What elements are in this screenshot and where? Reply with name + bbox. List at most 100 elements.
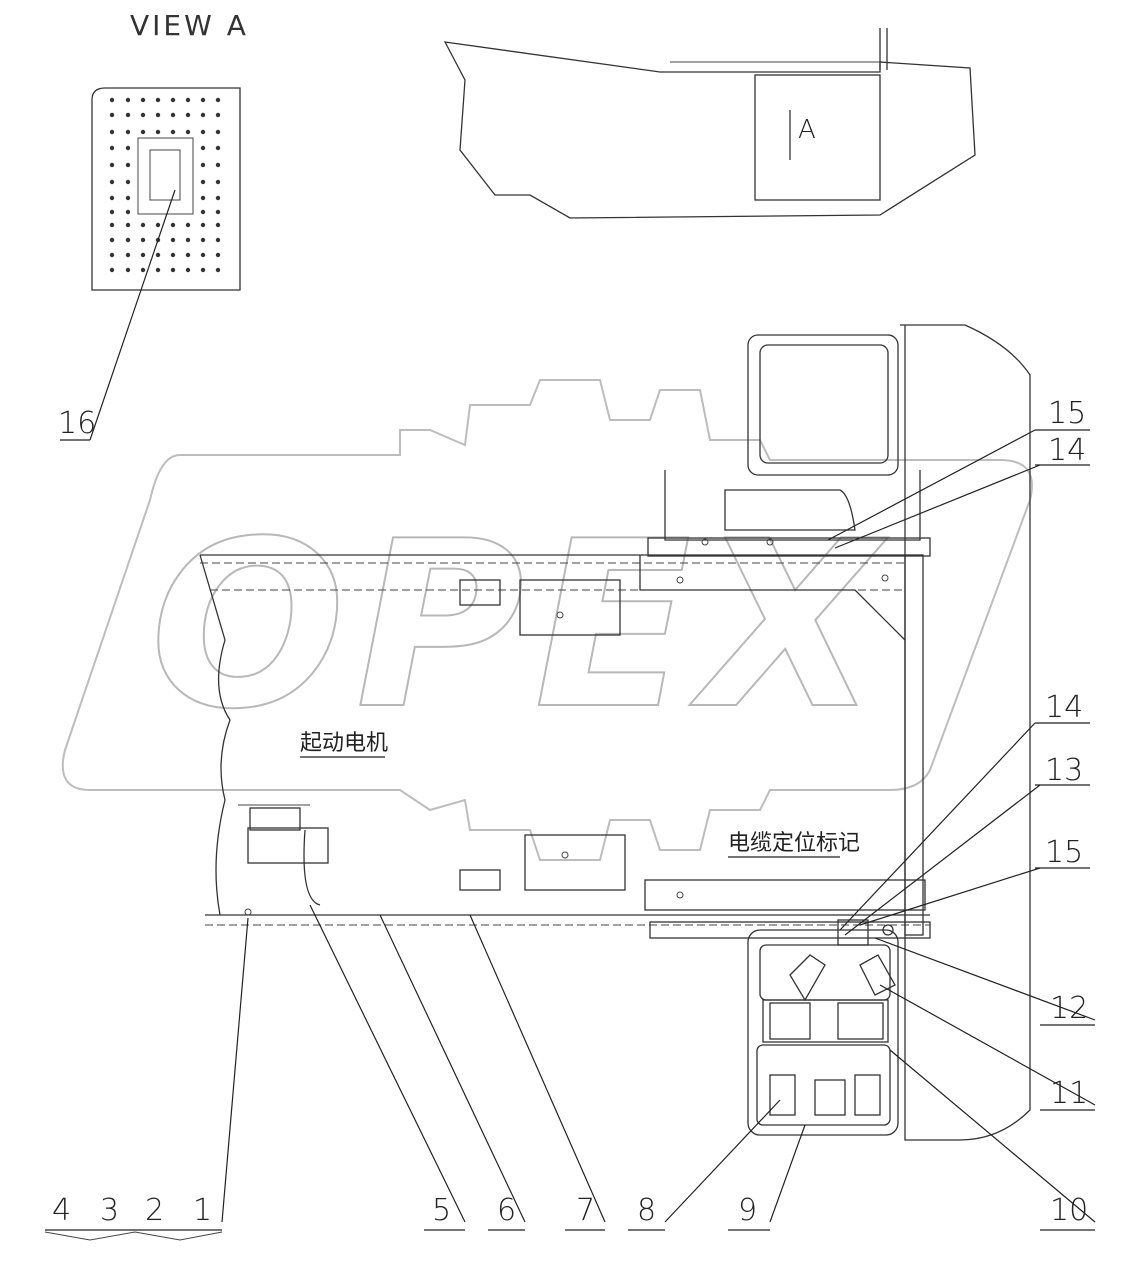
frame-hole: [561, 851, 569, 859]
view-a-hole: [215, 145, 221, 151]
view-a-hole: [170, 129, 176, 135]
view-a-hole: [200, 237, 206, 243]
view-a-hole: [125, 129, 131, 135]
view-a-hole: [140, 129, 146, 135]
view-a-hole: [200, 252, 206, 258]
view-a-hole: [215, 252, 221, 258]
view-a-hole: [170, 267, 176, 273]
part-label-7: 7: [576, 1193, 595, 1228]
view-a-hole: [109, 112, 115, 118]
view-a-hole: [125, 112, 131, 118]
view-a-hole: [125, 97, 131, 103]
view-a-hole: [215, 97, 221, 103]
view-a-hole: [200, 222, 206, 228]
view-a-hole: [140, 97, 146, 103]
view-a-hole: [140, 112, 146, 118]
view-a-hole: [109, 237, 115, 243]
part-label-12: 12: [1050, 991, 1088, 1026]
view-a-title: VIEW A: [130, 9, 249, 42]
view-a-hole: [125, 162, 131, 168]
view-a-hole: [155, 222, 161, 228]
view-a-hole: [170, 112, 176, 118]
frame-hole: [556, 611, 564, 619]
view-a-hole: [155, 112, 161, 118]
view-a-hole: [155, 252, 161, 258]
view-a-hole: [215, 209, 221, 215]
frame-hole: [676, 891, 684, 899]
view-a-hole: [215, 162, 221, 168]
view-a-hole: [125, 252, 131, 258]
leader-lines: [45, 189, 1096, 1231]
view-a-hole: [200, 179, 206, 185]
view-a-hole: [155, 129, 161, 135]
part-label-14-top: 14: [1048, 433, 1086, 468]
part-label-1: 1: [193, 1193, 212, 1228]
view-a-hole: [109, 97, 115, 103]
view-a-hole: [109, 222, 115, 228]
starter-motor-label: 起动电机: [300, 731, 388, 756]
view-a-hole: [200, 209, 206, 215]
watermark-text: OPEX: [150, 493, 889, 760]
part-label-9: 9: [738, 1193, 757, 1228]
part-label-15-top: 15: [1048, 396, 1086, 431]
view-a-hole: [140, 267, 146, 273]
view-a-hole: [170, 97, 176, 103]
top-housing: [443, 28, 976, 219]
view-a-hole: [140, 237, 146, 243]
starter-motor: [238, 804, 329, 906]
view-a-hole: [215, 267, 221, 273]
view-a-hole: [200, 195, 206, 201]
battery-box: [747, 919, 899, 1136]
view-a-hole: [185, 97, 191, 103]
view-a-hole: [109, 267, 115, 273]
part-label-15-bottom: 15: [1045, 835, 1083, 870]
part-label-8: 8: [637, 1193, 656, 1228]
view-a-hole: [125, 145, 131, 151]
part-label-11: 11: [1050, 1076, 1088, 1111]
view-a-hole: [200, 267, 206, 273]
view-a-hole: [125, 209, 131, 215]
view-a-hole: [215, 237, 221, 243]
part-label-6: 6: [497, 1193, 516, 1228]
view-a-hole: [170, 222, 176, 228]
part-label-3: 3: [100, 1193, 119, 1228]
view-a-hole: [200, 145, 206, 151]
view-a-hole: [109, 179, 115, 185]
view-a-hole: [185, 112, 191, 118]
view-a-hole: [109, 195, 115, 201]
view-a-hole: [200, 97, 206, 103]
view-a-hole: [109, 252, 115, 258]
view-a-hole: [185, 222, 191, 228]
view-a-hole: [125, 195, 131, 201]
view-a-panel: [91, 87, 241, 291]
view-a-hole: [170, 252, 176, 258]
view-marker-a: A: [798, 115, 816, 145]
view-a-hole: [140, 222, 146, 228]
view-a-hole: [109, 162, 115, 168]
part-label-13: 13: [1045, 753, 1083, 788]
main-frame: [199, 470, 931, 939]
view-a-hole: [200, 112, 206, 118]
view-a-hole: [109, 209, 115, 215]
part-number-labels: 16 15 14 14 13 15 12 11 10 9 8 7 6 5 4 3…: [52, 396, 1088, 1228]
part-label-16: 16: [58, 406, 96, 441]
watermark-gear: [61, 379, 1033, 861]
part-label-4: 4: [52, 1193, 71, 1228]
view-a-hole: [125, 267, 131, 273]
part-label-5: 5: [432, 1193, 451, 1228]
view-a-hole: [185, 237, 191, 243]
view-a-hole: [109, 145, 115, 151]
view-a-hole: [109, 129, 115, 135]
part-label-2: 2: [145, 1193, 164, 1228]
cable-position-mark-label: 电缆定位标记: [728, 831, 860, 856]
view-a-hole: [215, 129, 221, 135]
view-a-hole: [170, 237, 176, 243]
frame-hole: [676, 576, 684, 584]
view-a-hole: [200, 162, 206, 168]
part-label-14-bottom: 14: [1045, 690, 1083, 725]
view-a-hole: [215, 195, 221, 201]
view-a-hole: [185, 252, 191, 258]
view-a-hole: [200, 129, 206, 135]
